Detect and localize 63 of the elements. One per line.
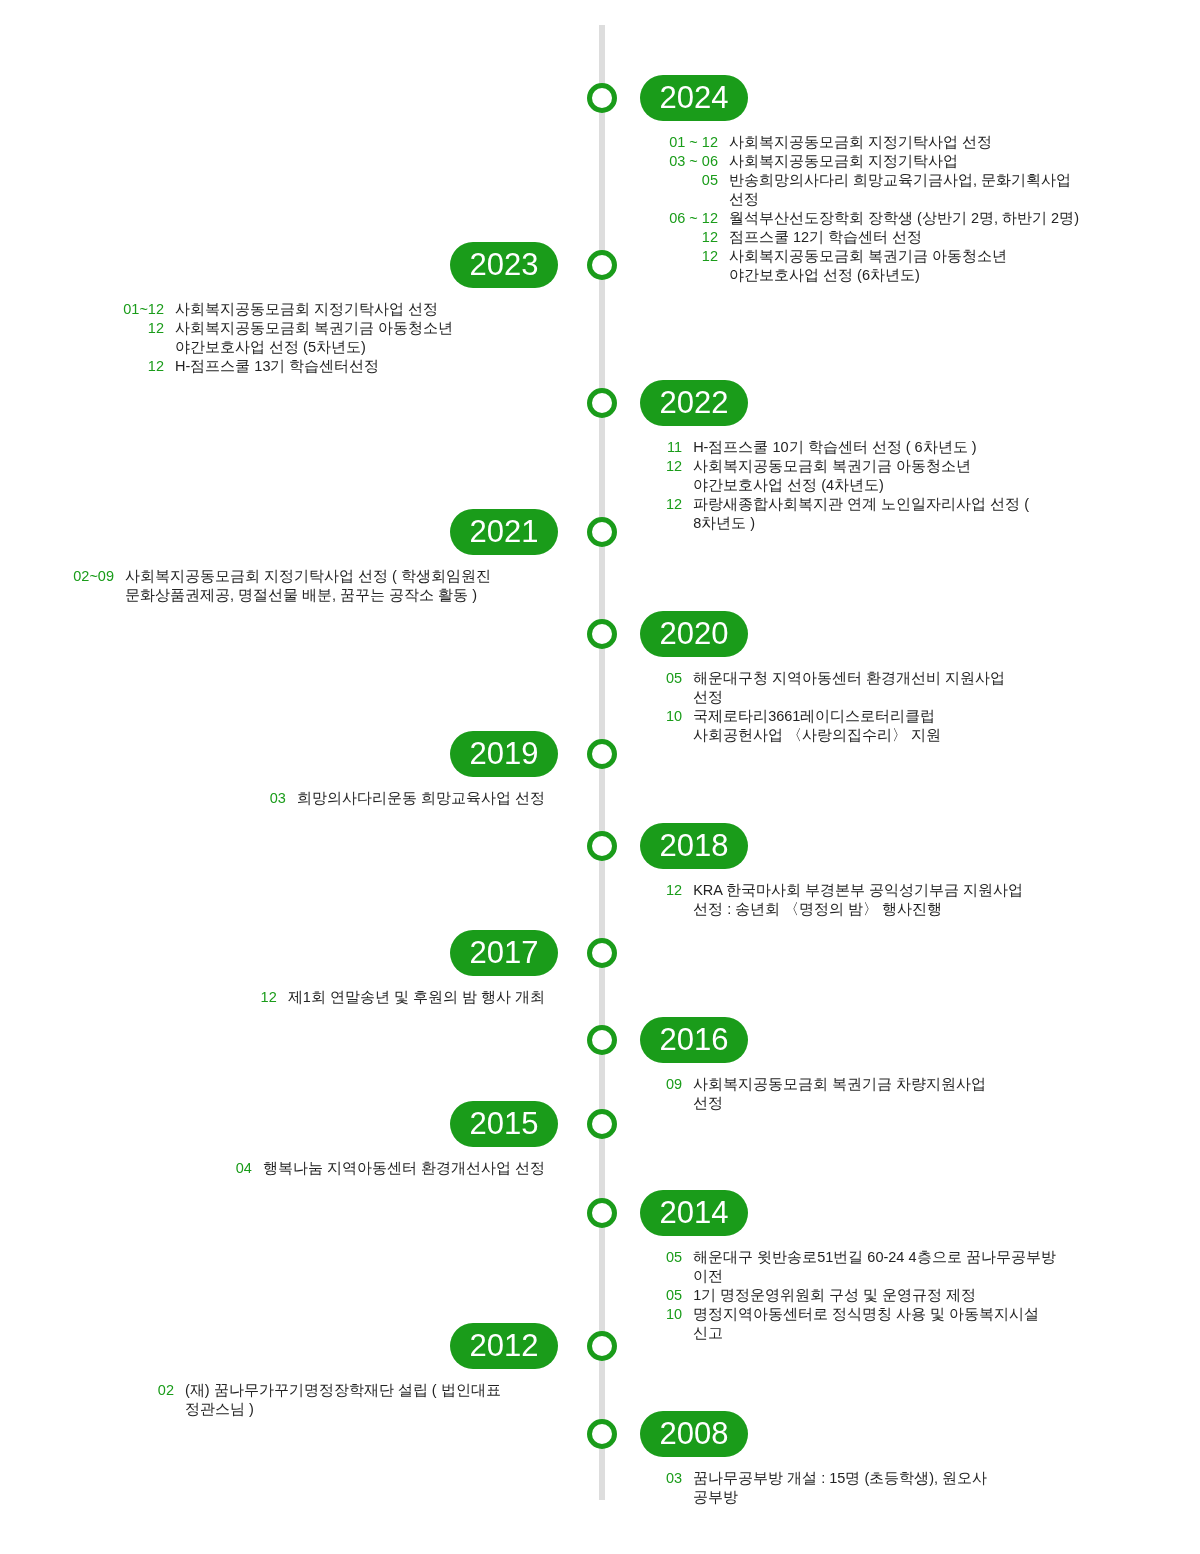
- month-label: 01~12: [122, 300, 164, 319]
- event-text: 사회복지공동모금회 복권기금 차량지원사업 선정: [693, 1075, 988, 1113]
- event-text: 월석부산선도장학회 장학생 (상반기 2명, 하반기 2명): [729, 209, 1080, 228]
- year-badge: 2008: [640, 1411, 748, 1457]
- month-label: 05: [700, 171, 718, 190]
- event-text: 해운대구 윗반송로51번길 60-24 4층으로 꿈나무공부방 이전: [693, 1248, 1057, 1286]
- month-label: 01 ~ 12: [668, 133, 718, 152]
- event-text: 사회복지공동모금회 지정기탁사업 선정: [729, 133, 994, 152]
- event-text: 점프스쿨 12기 학습센터 선정: [729, 228, 924, 247]
- month-label: 12: [700, 228, 718, 247]
- year-badge: 2022: [640, 380, 748, 426]
- year-badge: 2023: [450, 242, 558, 288]
- month-label: 05: [666, 1248, 683, 1267]
- event-text: 사회복지공동모금회 지정기탁사업 선정 ( 학생회임원진 문화상품권제공, 명절선물 배분, 꿈꾸는 공작소 활동 ): [125, 567, 492, 605]
- year-badge: 2020: [640, 611, 748, 657]
- month-label: 12: [146, 357, 164, 376]
- year-badge: 2018: [640, 823, 748, 869]
- event-text: 파랑새종합사회복지관 연계 노인일자리사업 선정 ( 8차년도 ): [693, 495, 1031, 533]
- year-badge: 2016: [640, 1017, 748, 1063]
- event-text: 사회복지공동모금회 복권기금 아동청소년 야간보호사업 선정 (4차년도): [693, 457, 973, 495]
- month-label: 12: [666, 881, 683, 900]
- month-label: 12: [666, 457, 683, 476]
- event-text: 1기 명정운영위원회 구성 및 운영규정 제정: [693, 1286, 978, 1305]
- month-label: 02: [157, 1381, 174, 1400]
- event-text: H-점프스쿨 13기 학습센터선정: [175, 357, 381, 376]
- event-text: 사회복지공동모금회 지정기탁사업 선정: [175, 300, 440, 319]
- event-text: H-점프스쿨 10기 학습센터 선정 ( 6차년도 ): [693, 438, 978, 457]
- month-label: 10: [666, 1305, 683, 1324]
- month-label: 12: [666, 495, 683, 514]
- year-badge: 2012: [450, 1323, 558, 1369]
- month-label: 10: [666, 707, 683, 726]
- event-text: KRA 한국마사회 부경본부 공익성기부금 지원사업 선정 : 송년회 〈명정의 밤〉 행사진행: [693, 881, 1025, 919]
- year-badge: 2021: [450, 509, 558, 555]
- event-text: 국제로타리3661레이디스로터리클럽 사회공헌사업 〈사랑의집수리〉 지원: [693, 707, 943, 745]
- event-text: 사회복지공동모금회 지정기탁사업: [729, 152, 960, 171]
- year-badge: 2017: [450, 930, 558, 976]
- month-label: 03 ~ 06: [668, 152, 718, 171]
- event-text: 사회복지공동모금회 복권기금 아동청소년 야간보호사업 선정 (6차년도): [729, 247, 1009, 285]
- month-label: 03: [269, 789, 286, 808]
- month-label: 06 ~ 12: [668, 209, 718, 228]
- event-text: 희망의사다리운동 희망교육사업 선정: [296, 789, 545, 808]
- year-badge: 2014: [640, 1190, 748, 1236]
- event-text: (재) 꿈나무가꾸기명정장학재단 설립 ( 법인대표 정관스님 ): [185, 1381, 502, 1419]
- year-badge: 2019: [450, 731, 558, 777]
- event-text: 사회복지공동모금회 복권기금 아동청소년 야간보호사업 선정 (5차년도): [175, 319, 455, 357]
- month-label: 02~09: [72, 567, 114, 586]
- year-badge: 2024: [640, 75, 748, 121]
- month-label: 11: [666, 438, 683, 457]
- event-text: 해운대구청 지역아동센터 환경개선비 지원사업 선정: [693, 669, 1007, 707]
- event-text: 제1회 연말송년 및 후원의 밤 행사 개최: [287, 988, 545, 1007]
- month-label: 05: [666, 1286, 683, 1305]
- event-text: 행복나눔 지역아동센터 환경개선사업 선정: [262, 1159, 545, 1178]
- month-label: 12: [146, 319, 164, 338]
- event-text: 꿈나무공부방 개설 : 15명 (초등학생), 원오사 공부방: [693, 1469, 989, 1507]
- month-label: 03: [666, 1469, 683, 1488]
- month-label: 12: [700, 247, 718, 266]
- year-badge: 2015: [450, 1101, 558, 1147]
- event-text: 반송희망의사다리 희망교육기금사업, 문화기획사업 선정: [729, 171, 1073, 209]
- event-text: 명정지역아동센터로 정식명칭 사용 및 아동복지시설 신고: [693, 1305, 1041, 1343]
- month-label: 09: [666, 1075, 683, 1094]
- month-label: 04: [235, 1159, 252, 1178]
- month-label: 12: [260, 988, 277, 1007]
- month-label: 05: [666, 669, 683, 688]
